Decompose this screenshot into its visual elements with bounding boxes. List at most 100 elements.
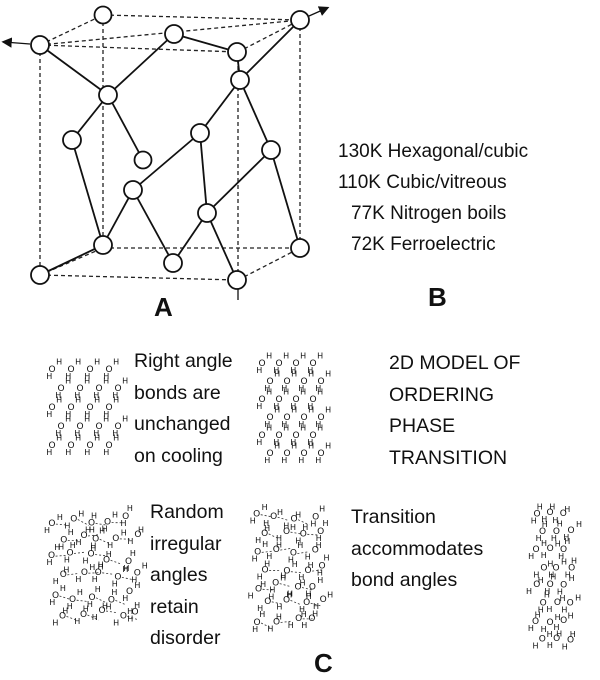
svg-text:H: H	[317, 424, 323, 433]
svg-text:O: O	[554, 598, 561, 608]
svg-text:H: H	[64, 522, 70, 531]
svg-text:O: O	[67, 441, 74, 451]
svg-text:H: H	[138, 526, 144, 535]
svg-text:O: O	[540, 598, 547, 608]
svg-text:O: O	[309, 431, 316, 441]
svg-text:H: H	[46, 372, 52, 381]
svg-text:H: H	[528, 624, 534, 633]
svg-text:H: H	[546, 605, 552, 614]
svg-text:H: H	[559, 594, 565, 603]
svg-text:O: O	[283, 413, 290, 423]
svg-text:O: O	[272, 579, 279, 589]
svg-text:H: H	[134, 581, 140, 590]
svg-text:O: O	[283, 527, 290, 537]
svg-text:H: H	[84, 377, 90, 386]
svg-text:H: H	[298, 456, 304, 465]
svg-text:O: O	[560, 581, 567, 591]
svg-text:H: H	[252, 554, 258, 563]
svg-text:O: O	[264, 597, 271, 607]
svg-text:H: H	[46, 448, 52, 457]
svg-text:O: O	[57, 384, 64, 394]
svg-text:O: O	[266, 449, 273, 459]
svg-text:H: H	[52, 618, 58, 627]
svg-text:H: H	[122, 594, 128, 603]
svg-text:H: H	[308, 442, 314, 451]
svg-text:O: O	[292, 431, 299, 441]
svg-text:H: H	[290, 523, 296, 532]
svg-text:H: H	[544, 591, 550, 600]
svg-text:H: H	[269, 586, 275, 595]
svg-text:H: H	[57, 513, 63, 522]
svg-text:H: H	[74, 391, 80, 400]
svg-text:H: H	[323, 554, 329, 563]
svg-text:H: H	[75, 575, 81, 584]
svg-text:H: H	[46, 410, 52, 419]
svg-text:O: O	[120, 611, 127, 621]
svg-text:H: H	[532, 642, 538, 651]
svg-text:H: H	[307, 402, 313, 411]
svg-text:H: H	[555, 539, 561, 548]
svg-text:O: O	[86, 365, 93, 375]
svg-text:H: H	[70, 541, 76, 550]
svg-text:O: O	[292, 395, 299, 405]
svg-text:O: O	[309, 395, 316, 405]
svg-text:H: H	[301, 610, 307, 619]
svg-text:O: O	[67, 403, 74, 413]
svg-text:H: H	[65, 410, 71, 419]
svg-text:O: O	[254, 547, 261, 557]
svg-text:O: O	[112, 534, 119, 544]
svg-text:H: H	[97, 562, 103, 571]
svg-text:H: H	[62, 607, 68, 616]
svg-text:H: H	[562, 643, 568, 652]
svg-text:H: H	[300, 424, 306, 433]
svg-text:H: H	[56, 358, 62, 367]
svg-text:O: O	[134, 530, 141, 540]
svg-text:H: H	[266, 552, 272, 561]
svg-text:H: H	[547, 630, 553, 639]
svg-text:H: H	[576, 520, 582, 529]
svg-text:H: H	[113, 434, 119, 443]
svg-text:H: H	[569, 574, 575, 583]
svg-text:H: H	[565, 571, 571, 580]
svg-text:O: O	[88, 593, 95, 603]
svg-text:O: O	[309, 359, 316, 369]
svg-text:H: H	[127, 504, 133, 513]
svg-text:H: H	[553, 623, 559, 632]
svg-text:H: H	[298, 420, 304, 429]
svg-text:O: O	[114, 572, 121, 582]
svg-text:H: H	[302, 523, 308, 532]
svg-text:O: O	[312, 546, 319, 556]
svg-text:H: H	[75, 358, 81, 367]
svg-text:O: O	[547, 618, 554, 628]
svg-text:H: H	[65, 377, 71, 386]
svg-text:H: H	[564, 537, 570, 546]
panel-label-a: A	[154, 292, 173, 322]
svg-text:H: H	[288, 621, 294, 630]
svg-text:H: H	[276, 612, 282, 621]
svg-text:H: H	[273, 438, 279, 447]
temp-row-77k: 77K Nitrogen boils	[351, 203, 507, 224]
svg-text:H: H	[561, 606, 567, 615]
svg-text:O: O	[552, 564, 559, 574]
svg-text:H: H	[571, 557, 577, 566]
lattice-bonds	[39, 19, 301, 281]
svg-text:H: H	[292, 560, 298, 569]
svg-text:H: H	[264, 524, 270, 533]
svg-text:H: H	[550, 573, 556, 582]
lattice-atoms	[30, 5, 310, 290]
svg-text:H: H	[112, 391, 118, 400]
svg-text:O: O	[95, 568, 102, 578]
svg-text:O: O	[290, 549, 297, 559]
svg-text:H: H	[264, 420, 270, 429]
svg-text:H: H	[288, 556, 294, 565]
svg-text:H: H	[106, 550, 112, 559]
svg-text:O: O	[300, 377, 307, 387]
svg-text:O: O	[262, 566, 269, 576]
svg-text:O: O	[294, 583, 301, 593]
svg-text:H: H	[75, 396, 81, 405]
svg-text:O: O	[76, 422, 83, 432]
svg-text:O: O	[258, 431, 265, 441]
svg-text:H: H	[103, 372, 109, 381]
svg-text:H: H	[312, 610, 318, 619]
